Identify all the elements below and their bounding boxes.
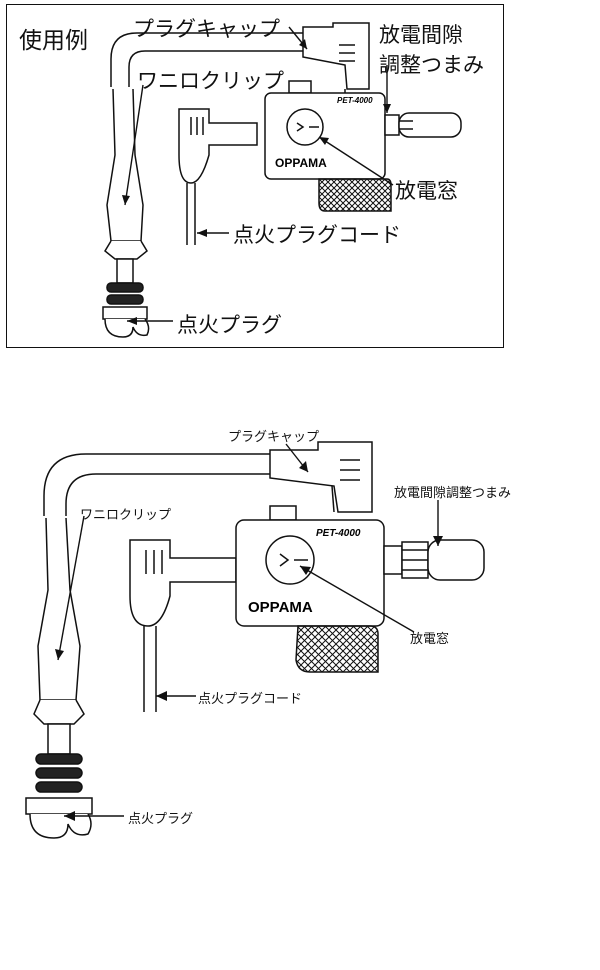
tester-body: [264, 80, 462, 212]
spark-plug: [102, 258, 150, 338]
label-alligator-clip-2: ワニロクリップ: [80, 508, 172, 523]
tester-body: [235, 505, 485, 673]
label-plug-cord: 点火プラグコード: [233, 223, 401, 247]
label-alligator-clip: ワニロクリップ: [137, 69, 284, 93]
label-discharge-window-2: 放電窓: [410, 632, 450, 647]
usage-example-panel: 使用例 プラグキャップ 放電間隙 調整つまみ ワニロクリップ 放電窓 点火プラグ…: [6, 4, 504, 348]
plug-cord: [129, 539, 237, 712]
model-text-small: PET-4000: [337, 96, 373, 105]
label-gap-knob-line1: 放電間隙: [379, 23, 463, 47]
label-spark-plug-2: 点火プラグ: [128, 812, 194, 827]
label-gap-knob-line2: 調整つまみ: [379, 53, 484, 77]
brand-text: OPPAMA: [248, 599, 313, 616]
label-discharge-window: 放電窓: [395, 179, 458, 203]
label-plug-cap: プラグキャップ: [133, 17, 280, 41]
arrow-heads: [122, 39, 391, 325]
plug-cord: [178, 108, 258, 245]
usage-illustration: PET-4000 OPPAMA: [102, 22, 462, 338]
arrow-heads: [55, 461, 443, 821]
diagram-illustration: PET-4000 OPPAMA: [25, 441, 485, 839]
alligator-clip: [33, 517, 85, 725]
label-spark-plug: 点火プラグ: [177, 313, 282, 337]
spark-plug: [25, 723, 93, 839]
alligator-clip: [104, 88, 148, 260]
label-plug-cord-2: 点火プラグコード: [198, 692, 303, 707]
lead-wire: [110, 32, 307, 87]
brand-text-small: OPPAMA: [275, 156, 327, 170]
leader-arrows: [57, 443, 439, 817]
plug-cap: [302, 22, 370, 101]
diagram-panel: プラグキャップ 放電間隙調整つまみ ワニロクリップ 放電窓 点火プラグコード 点…: [0, 420, 600, 860]
label-plug-cap-2: プラグキャップ: [228, 430, 320, 445]
panel-title: 使用例: [19, 28, 88, 54]
plug-cap: [269, 441, 373, 513]
label-gap-knob-2: 放電間隙調整つまみ: [394, 486, 512, 501]
model-text: PET-4000: [316, 528, 361, 539]
lead-wire: [43, 453, 272, 516]
